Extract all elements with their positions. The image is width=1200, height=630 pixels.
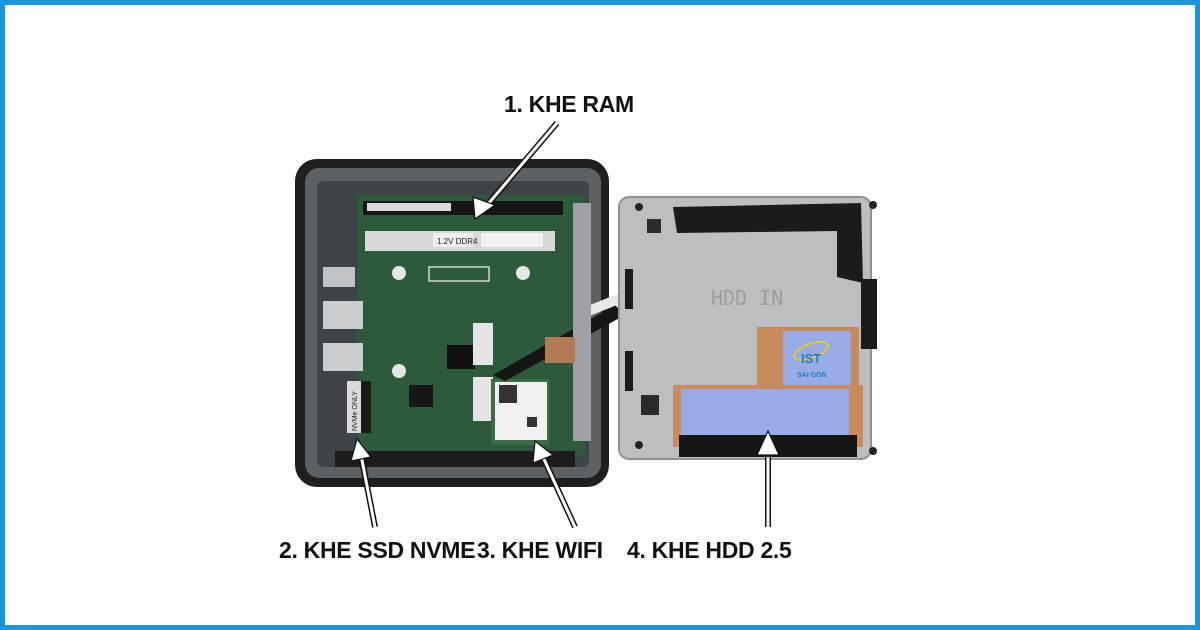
label-wifi-slot: 3. KHE WIFI	[477, 537, 603, 563]
label-ram-slot: 1. KHE RAM	[504, 91, 634, 117]
label-ssd-slot: 2. KHE SSD NVME	[279, 537, 476, 563]
logo-mark: IST	[801, 351, 821, 366]
wifi-arrow-head	[532, 439, 555, 464]
wifi-card	[491, 379, 549, 445]
mini-pc-illustration: 1.2V DDR4 NVMe ONLY	[295, 121, 877, 529]
hdd-tray: HDD IN IST SAI GON	[618, 196, 877, 460]
arrows	[350, 121, 780, 529]
ram-arrow-head	[472, 196, 497, 221]
logo-text: SAI GON	[797, 372, 827, 379]
nvme-sticker-text: NVMe ONLY	[352, 391, 359, 431]
hdd-tray-text: HDD IN	[711, 286, 783, 310]
hdd-arrow-head	[756, 429, 780, 456]
hdd-pad	[681, 389, 849, 435]
ram-slot: 1.2V DDR4	[363, 201, 563, 251]
ssd-arrow-head	[350, 437, 373, 462]
nvme-slot: NVMe ONLY	[347, 381, 371, 433]
chassis-left: 1.2V DDR4 NVMe ONLY	[295, 159, 625, 487]
ram-sticker-text: 1.2V DDR4	[437, 237, 478, 246]
label-hdd-slot: 4. KHE HDD 2.5	[627, 537, 792, 563]
